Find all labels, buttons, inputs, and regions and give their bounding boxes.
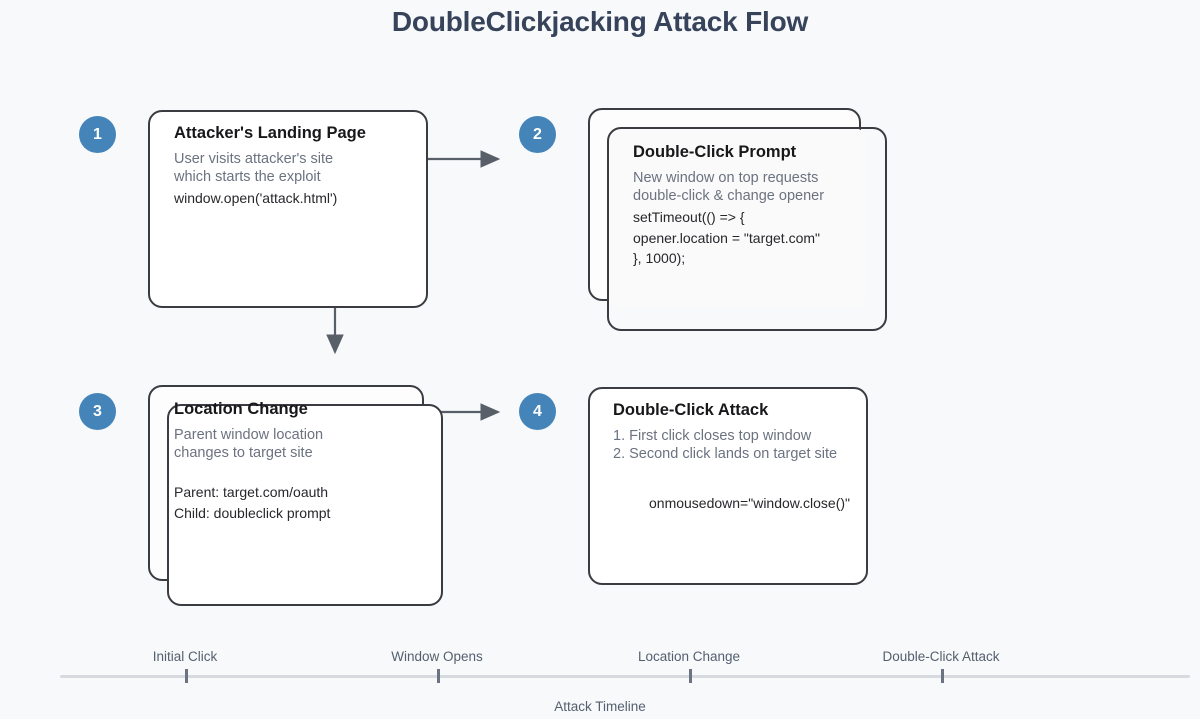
step-badge-4: 4	[519, 393, 556, 430]
timeline-caption: Attack Timeline	[554, 699, 646, 714]
timeline-tick-3	[689, 669, 692, 683]
step-card-2-content: Double-Click Prompt New window on top re…	[633, 143, 903, 268]
timeline-tick-4	[941, 669, 944, 683]
timeline-tick-1	[185, 669, 188, 683]
step-card-2[interactable]	[607, 127, 887, 331]
step-card-3-code-line-2: Child: doubleclick prompt	[174, 504, 331, 521]
step-badge-2-number: 2	[533, 125, 542, 143]
step-card-1-title: Attacker's Landing Page	[174, 124, 366, 142]
step-card-2-code-line-3: }, 1000);	[633, 250, 686, 267]
step-card-2-desc-line-1: New window on top requests	[633, 169, 819, 186]
step-card-2-code-line-2: opener.location = "target.com"	[633, 229, 820, 246]
step-card-3-code-line-1: Parent: target.com/oauth	[174, 483, 329, 500]
step-card-3-desc-line-1: Parent window location	[174, 426, 324, 443]
step-card-2-desc-line-2: double-click & change opener	[633, 188, 825, 205]
timeline-label-2: Window Opens	[391, 649, 483, 664]
step-card-2-title: Double-Click Prompt	[633, 143, 797, 161]
step-card-4-desc-line-1: 1. First click closes top window	[613, 427, 812, 444]
page-title: DoubleClickjacking Attack Flow	[391, 6, 809, 37]
step-card-1-code-line-1: window.open('attack.html')	[174, 189, 338, 206]
step-badge-3: 3	[79, 393, 116, 430]
step-badge-2: 2	[519, 116, 556, 153]
step-card-4-title: Double-Click Attack	[613, 401, 769, 419]
step-card-3-title: Location Change	[174, 400, 308, 418]
timeline-label-4: Double-Click Attack	[882, 649, 1000, 664]
step-badge-1: 1	[79, 116, 116, 153]
step-card-3-desc-line-2: changes to target site	[174, 445, 313, 462]
step-card-4-content: Double-Click Attack 1. First click close…	[613, 401, 903, 513]
step-card-1-desc-line-1: User visits attacker's site	[174, 150, 334, 167]
step-card-2-inner-panel	[608, 128, 866, 308]
step-card-2-code-line-1: setTimeout(() => {	[633, 208, 745, 225]
timeline-tick-2	[437, 669, 440, 683]
timeline-label-3: Location Change	[637, 649, 741, 664]
step-badge-1-number: 1	[93, 125, 102, 143]
timeline-label-1: Initial Click	[152, 649, 218, 664]
step-card-1-content: Attacker's Landing Page User visits atta…	[174, 124, 444, 208]
step-card-4[interactable]	[588, 387, 868, 585]
step-card-1[interactable]	[148, 110, 428, 308]
step-badge-3-number: 3	[93, 402, 102, 420]
timeline-axis	[60, 675, 1190, 678]
step-card-3[interactable]	[167, 404, 443, 606]
step-card-1-desc-line-2: which starts the exploit	[174, 169, 321, 186]
step-badge-4-number: 4	[533, 402, 542, 420]
step-card-4-code-line-1: onmousedown="window.close()"	[649, 494, 850, 511]
step-card-3-content: Location Change Parent window location c…	[174, 400, 454, 522]
step-card-4-desc-line-2: 2. Second click lands on target site	[613, 446, 838, 463]
